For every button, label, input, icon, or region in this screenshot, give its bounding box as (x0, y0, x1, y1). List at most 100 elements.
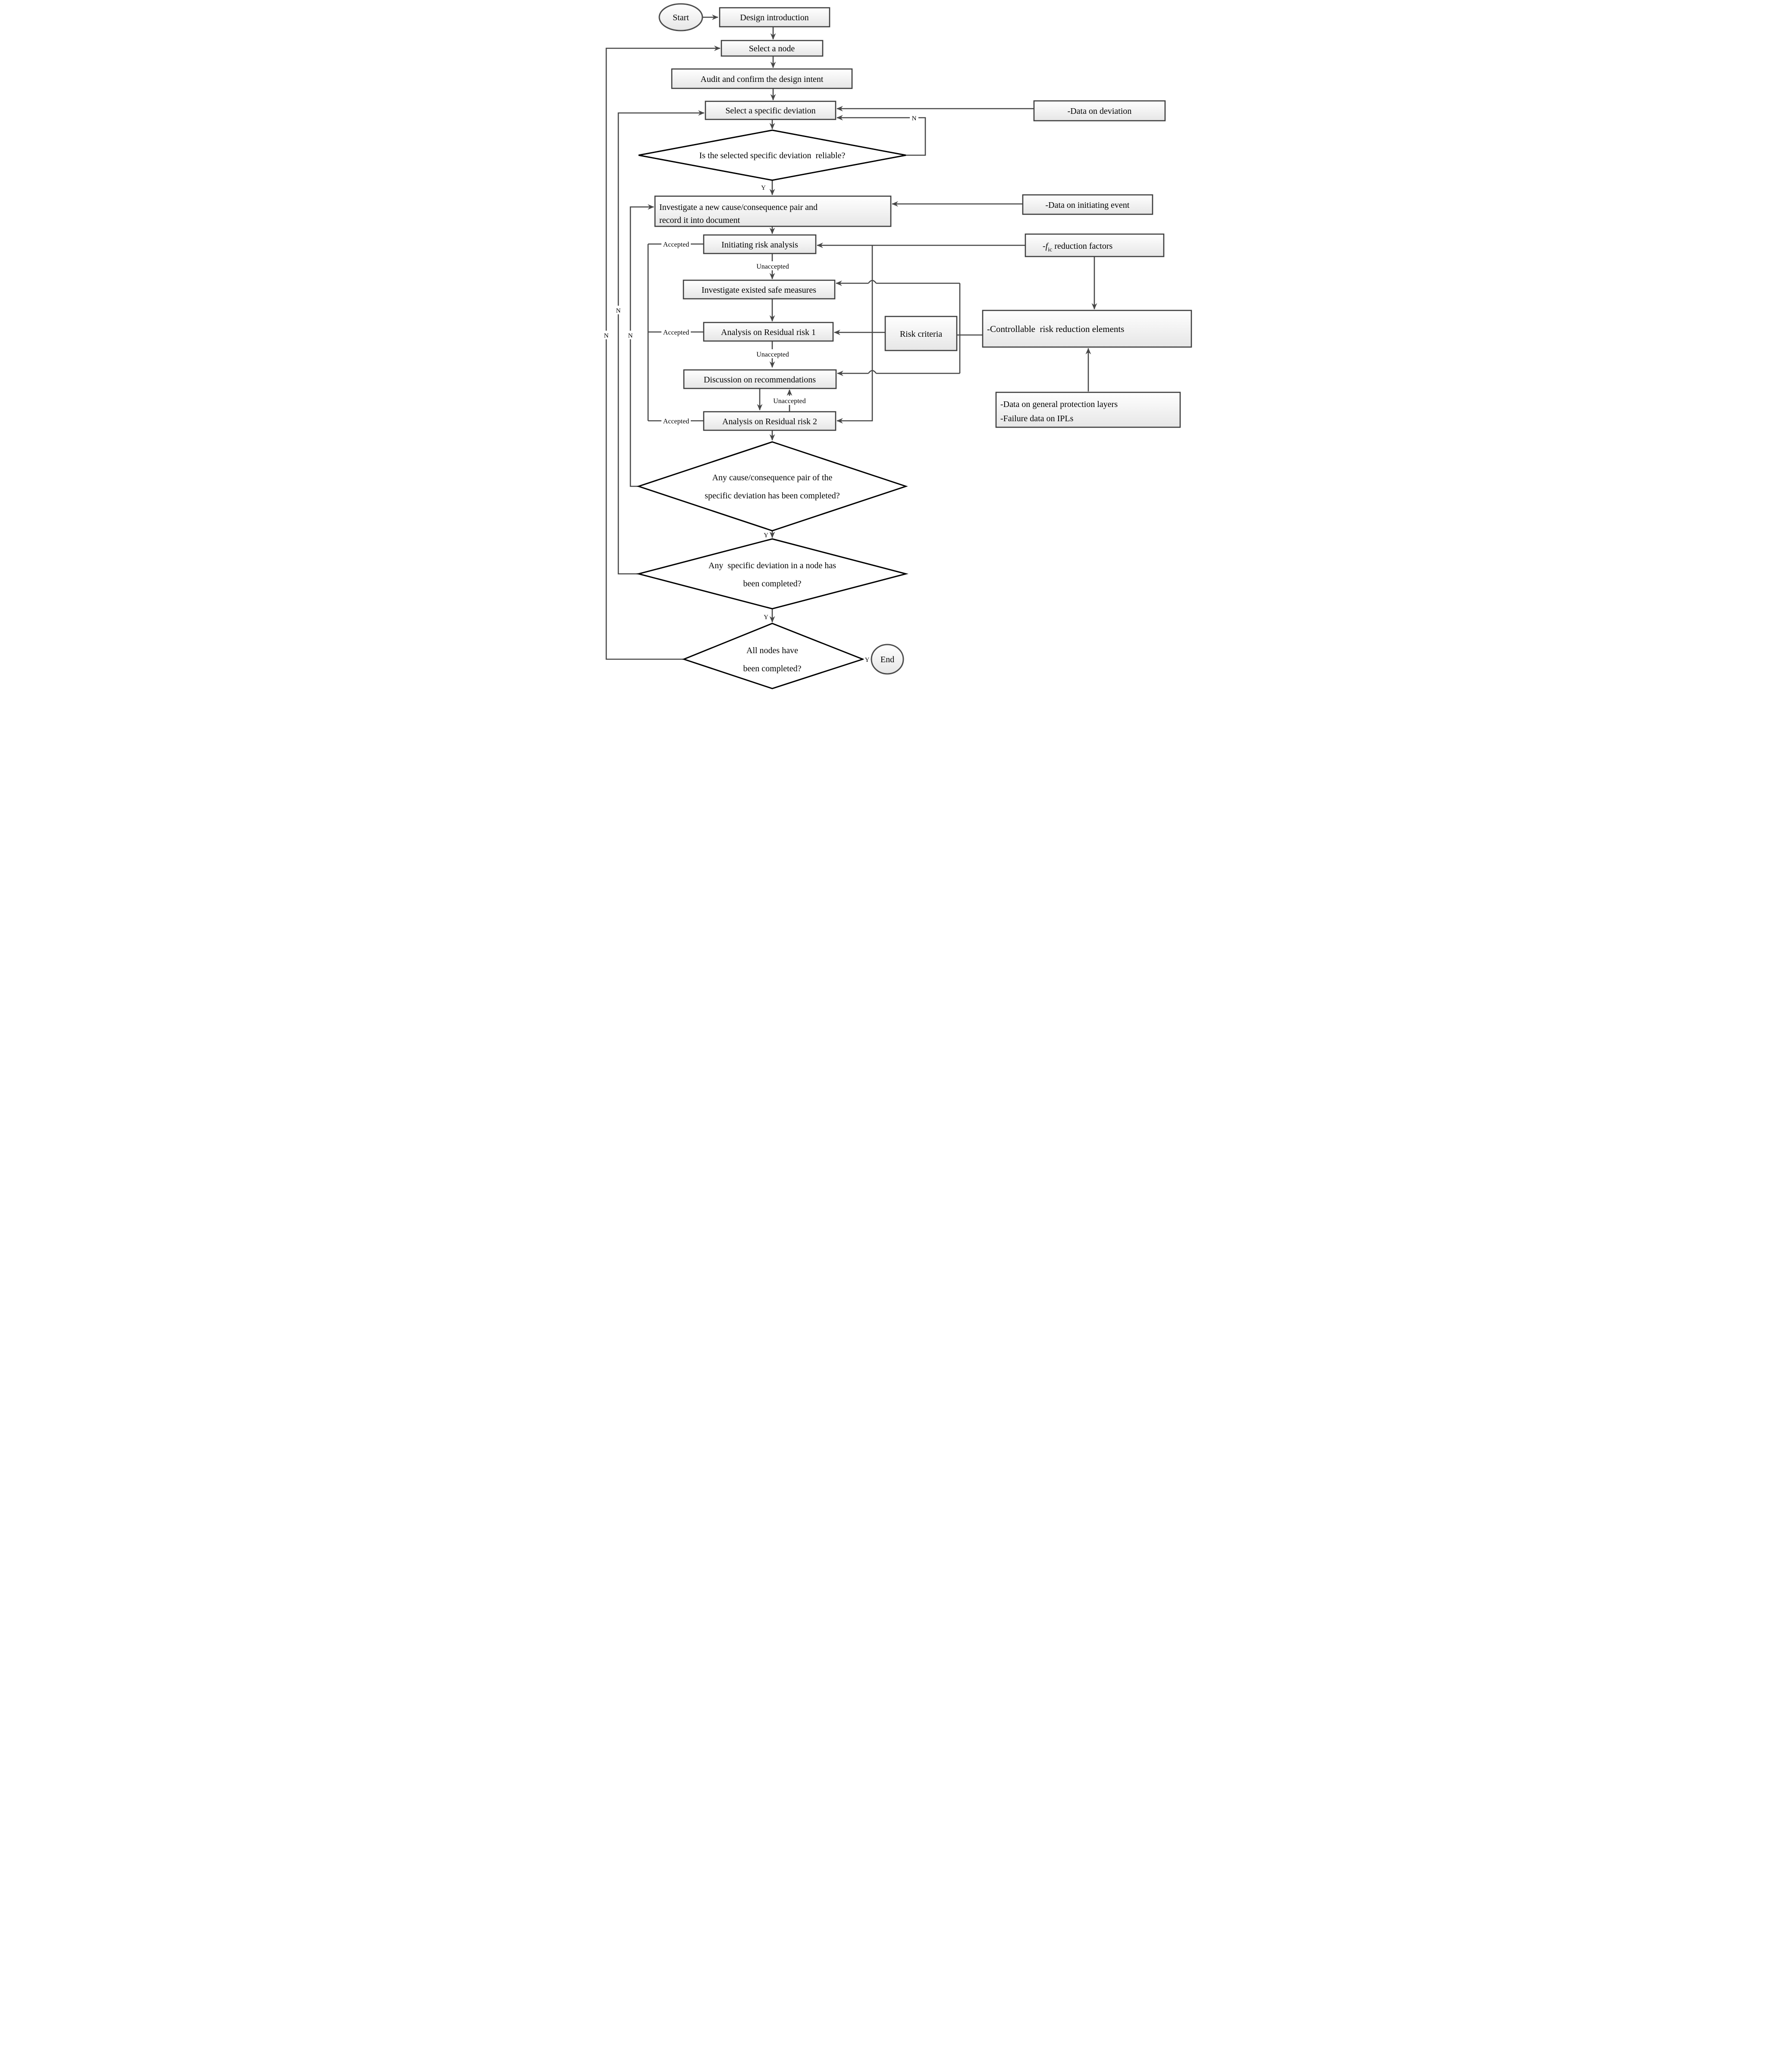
edge-bracket-discussion (837, 371, 960, 374)
deviation-completed-diamond-node: Any specific deviation in a node has bee… (636, 538, 909, 610)
reliable-diamond (638, 129, 906, 181)
label-y-reliable: Y (761, 185, 766, 191)
deviation-completed-diamond (636, 538, 909, 610)
residual-risk1-box (703, 322, 833, 342)
fic-label: -fic reduction factors (1043, 241, 1113, 253)
label-accepted1: Accepted (663, 241, 689, 248)
design-introduction-label: Design introduction (740, 13, 808, 22)
label-unaccepted1-group: Unaccepted (754, 261, 791, 270)
label-n-reliable: N (912, 115, 916, 122)
investigate-pair-line1: Investigate a new cause/consequence pair… (659, 203, 818, 212)
design-introduction-box (719, 7, 830, 28)
audit-intent-box (671, 68, 852, 89)
fic-rest: reduction factors (1052, 241, 1112, 251)
investigate-measures-label: Investigate existed safe measures (701, 285, 816, 295)
protection-data-line2: -Failure data on IPLs (1000, 414, 1074, 423)
residual-risk1-node: Analysis on Residual risk 1 (703, 322, 833, 342)
reliable-diamond-label: Is the selected specific deviation relia… (699, 151, 845, 160)
pair-completed-diamond (636, 441, 908, 532)
label-y-end-group: Y (863, 655, 871, 664)
start-node: Start (658, 3, 703, 31)
data-initiating-label: -Data on initiating event (1045, 200, 1129, 210)
start-label: Start (673, 13, 689, 22)
end-ellipse (871, 644, 904, 675)
start-ellipse (658, 3, 703, 31)
select-deviation-node: Select a specific deviation (705, 100, 836, 120)
data-deviation-box (1033, 100, 1165, 122)
nodes-completed-line2: been completed? (743, 664, 801, 673)
select-node-label: Select a node (749, 44, 795, 53)
investigate-pair-box (654, 195, 891, 227)
fic-f: f (1045, 241, 1049, 251)
investigate-measures-node: Investigate existed safe measures (683, 279, 835, 300)
label-n-pair: N (628, 332, 633, 339)
label-y-diamond1: Y (764, 532, 768, 539)
edge-n-reliable-selectdev (836, 115, 926, 156)
label-n-deviation-group: N (614, 306, 623, 314)
discussion-label: Discussion on recommendations (704, 375, 816, 385)
pair-completed-line2: specific deviation has been completed? (705, 491, 840, 501)
protection-data-node: -Data on general protection layers -Fail… (995, 391, 1181, 428)
label-unaccepted2-group: Unaccepted (754, 349, 791, 358)
label-accepted1-bg (661, 240, 691, 248)
investigate-pair-node: Investigate a new cause/consequence pair… (654, 195, 891, 227)
label-accepted2-bg (661, 328, 691, 336)
select-deviation-label: Select a specific deviation (725, 106, 815, 116)
flowchart-canvas: Start Design introduction Select a node … (598, 0, 1195, 690)
edge-labels: Y Y Y Y N N N N Accepted A (602, 113, 918, 664)
discussion-node: Discussion on recommendations (683, 369, 836, 389)
initiating-risk-box (703, 234, 816, 254)
label-accepted3-bg (661, 416, 691, 425)
label-unaccepted3-bg (771, 396, 808, 405)
label-unaccepted3: Unaccepted (773, 398, 806, 405)
protection-data-box (995, 391, 1181, 428)
label-unaccepted2-bg (754, 349, 791, 358)
discussion-box (683, 369, 836, 389)
residual-risk2-label: Analysis on Residual risk 2 (722, 417, 817, 426)
edge-fic-risk2 (836, 245, 873, 424)
residual-risk1-label: Analysis on Residual risk 1 (721, 328, 816, 337)
fic-dash: - (1043, 241, 1046, 251)
risk-criteria-label: Risk criteria (899, 329, 942, 339)
label-n-pair-bg (626, 331, 635, 339)
risk-criteria-box (884, 316, 957, 351)
label-n-pair-group: N (626, 331, 635, 339)
label-unaccepted1-bg (754, 261, 791, 270)
label-unaccepted2: Unaccepted (756, 351, 789, 358)
initiating-risk-label: Initiating risk analysis (721, 240, 798, 250)
data-deviation-label: -Data on deviation (1067, 106, 1131, 116)
edge-bracket-measures (836, 281, 960, 284)
end-label: End (880, 655, 894, 664)
label-accepted3-group: Accepted (661, 416, 691, 425)
controllable-box (982, 310, 1192, 348)
label-unaccepted1: Unaccepted (756, 263, 789, 270)
residual-risk2-node: Analysis on Residual risk 2 (703, 411, 836, 431)
fic-node: -fic reduction factors (1024, 233, 1164, 257)
nodes-completed-diamond-node: All nodes have been completed? (682, 623, 865, 689)
hazop-lopa-flowchart: Start Design introduction Select a node … (602, 3, 1192, 689)
label-n-allnodes: N (604, 332, 608, 339)
label-n-deviation: N (616, 307, 620, 314)
controllable-label: -Controllable risk reduction elements (987, 324, 1124, 334)
label-n-reliable-bg (909, 113, 918, 122)
label-n-allnodes-group: N (602, 331, 611, 339)
audit-intent-node: Audit and confirm the design intent (671, 68, 852, 89)
reliable-diamond-node: Is the selected specific deviation relia… (638, 129, 906, 181)
data-initiating-box (1022, 194, 1153, 215)
label-y-diamond2: Y (764, 614, 768, 621)
select-node-node: Select a node (721, 40, 823, 57)
pair-completed-diamond-node: Any cause/consequence pair of the specif… (636, 441, 908, 532)
label-unaccepted3-group: Unaccepted (771, 396, 808, 405)
controllable-node: -Controllable risk reduction elements (982, 310, 1192, 348)
connectors (605, 14, 1097, 662)
audit-intent-label: Audit and confirm the design intent (700, 75, 823, 84)
fic-sub: ic (1048, 247, 1052, 253)
investigate-measures-box (683, 279, 835, 300)
edge-n-allnodes-selectnode (605, 45, 721, 660)
protection-data-line1: -Data on general protection layers (1000, 400, 1118, 409)
edge-n-deviation-selectdev (617, 110, 705, 575)
select-node-box (721, 40, 823, 57)
label-n-allnodes-bg (602, 331, 611, 339)
data-initiating-node: -Data on initiating event (1022, 194, 1153, 215)
end-node: End (871, 644, 904, 675)
